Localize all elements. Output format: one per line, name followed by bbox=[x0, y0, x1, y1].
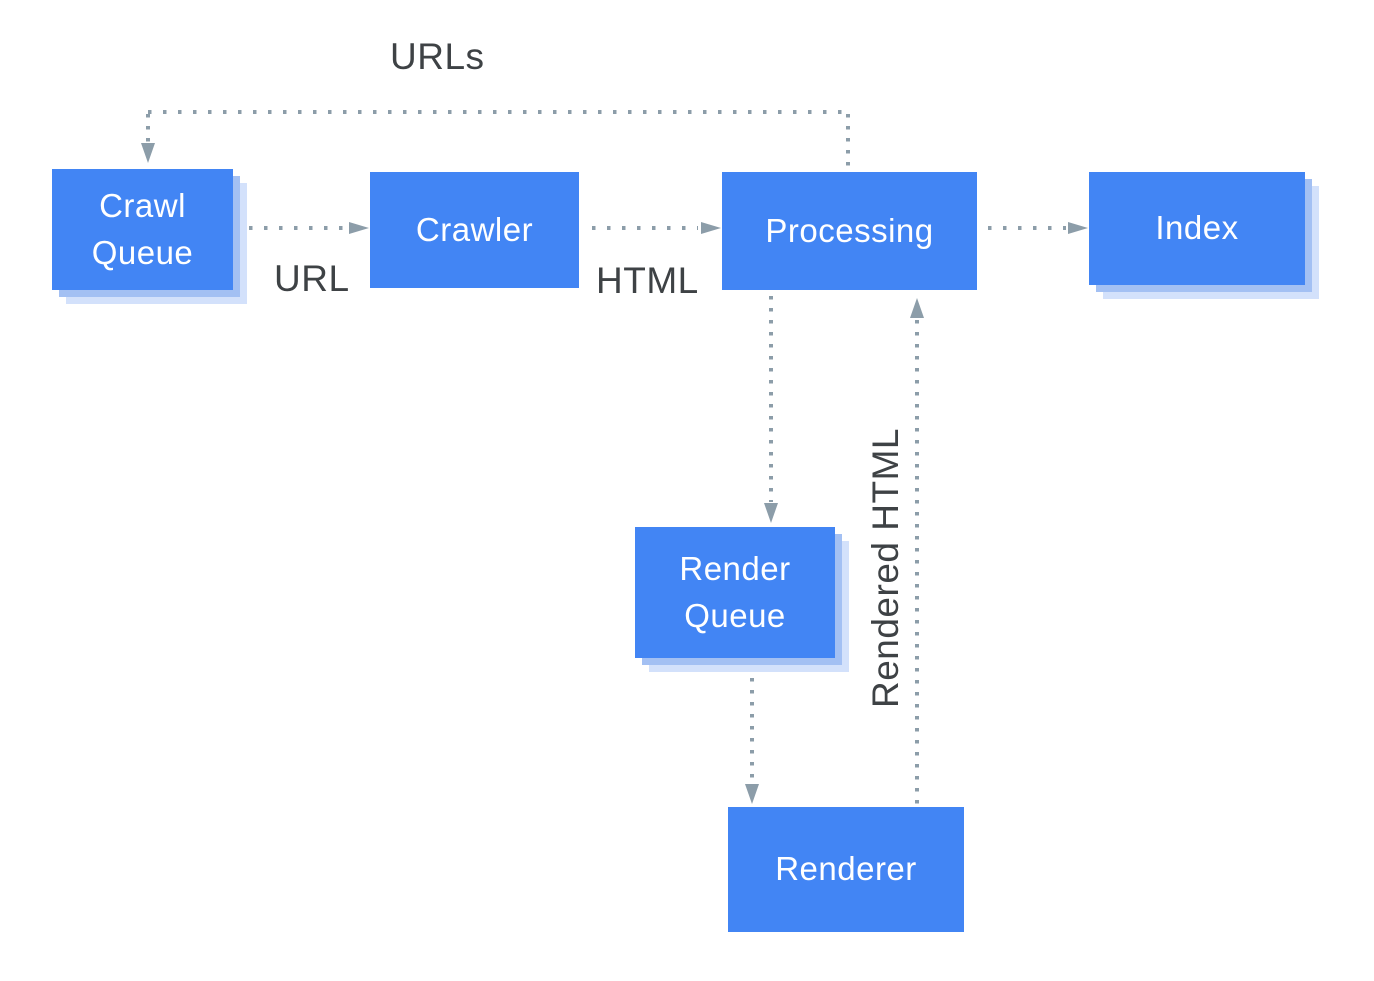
node-crawl-queue: Crawl Queue bbox=[52, 169, 233, 290]
node-label: Index bbox=[1155, 209, 1239, 247]
arrowhead-right-icon bbox=[349, 222, 369, 234]
node-processing: Processing bbox=[722, 172, 977, 290]
node-crawler: Crawler bbox=[370, 172, 579, 288]
node-label: Render Queue bbox=[679, 549, 791, 634]
edge-segment bbox=[915, 320, 919, 806]
edge-segment bbox=[846, 114, 850, 170]
edge-segment bbox=[146, 114, 150, 142]
node-label: Processing bbox=[765, 211, 934, 249]
edge-label-urls: URLs bbox=[390, 36, 485, 77]
arrowhead-up-icon bbox=[910, 298, 924, 318]
node-label: Crawler bbox=[415, 210, 534, 248]
node-render-queue: Render Queue bbox=[635, 527, 835, 658]
arrowhead-right-icon bbox=[1068, 222, 1088, 234]
arrowhead-right-icon bbox=[701, 222, 721, 234]
node-renderer: Renderer bbox=[728, 807, 964, 932]
arrowhead-down-icon bbox=[764, 503, 778, 523]
edge-segment bbox=[592, 226, 698, 230]
arrowhead-down-icon bbox=[745, 784, 759, 804]
edge-segment bbox=[148, 110, 850, 114]
edge-label-url: URL bbox=[274, 258, 350, 299]
edge-segment bbox=[249, 226, 347, 230]
edge-segment bbox=[750, 678, 754, 782]
node-label: Renderer bbox=[775, 850, 917, 888]
edge-segment bbox=[769, 296, 773, 502]
edge-label-rendered-html: Rendered HTML bbox=[865, 428, 906, 709]
node-label: Crawl Queue bbox=[91, 186, 194, 271]
node-index: Index bbox=[1089, 172, 1305, 285]
arrowhead-down-icon bbox=[141, 143, 155, 163]
edge-segment bbox=[988, 226, 1066, 230]
edge-label-html: HTML bbox=[596, 260, 699, 301]
